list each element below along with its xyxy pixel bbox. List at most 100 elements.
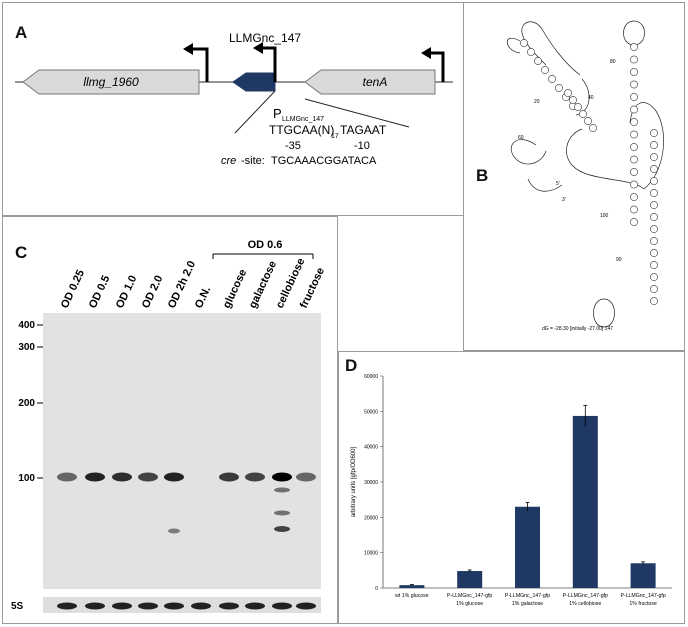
rna-node bbox=[630, 118, 638, 126]
panel-c-label: C bbox=[15, 243, 28, 262]
band-5s bbox=[138, 602, 158, 610]
bar bbox=[515, 506, 540, 588]
rna-node bbox=[650, 153, 658, 161]
rna-node bbox=[650, 297, 658, 305]
zoom-line-left bbox=[234, 90, 276, 134]
promoter-sub: LLMGnc_147 bbox=[282, 116, 324, 123]
band-5s bbox=[296, 602, 316, 610]
minus35: -35 bbox=[285, 140, 301, 152]
panel-b-label: B bbox=[476, 166, 489, 185]
band-100 bbox=[245, 472, 265, 482]
category-label: 1% fructose bbox=[629, 601, 657, 607]
band-5s bbox=[112, 602, 132, 610]
rna-node bbox=[630, 55, 638, 64]
gene-llmg1960 bbox=[22, 69, 200, 95]
rna-node bbox=[630, 80, 638, 89]
operon-diagram: llmg_1960 tenA LLMGnc_147 P LLMGnc_147 T… bbox=[15, 31, 453, 167]
lane-label: OD 0.25 bbox=[59, 268, 87, 310]
band-100 bbox=[272, 472, 292, 482]
rna-structure: 80 20 40 60 90 100 5' 3' dG = -28.30 [in… bbox=[506, 20, 664, 332]
rna-node bbox=[650, 273, 658, 281]
band-5s bbox=[272, 602, 292, 610]
seq-a: TTGCAA(N) bbox=[269, 123, 334, 137]
rna-num-1: 20 bbox=[534, 99, 540, 105]
bar bbox=[457, 571, 483, 588]
rna-node bbox=[650, 189, 658, 197]
rna-node bbox=[650, 141, 658, 149]
rna-node bbox=[650, 201, 658, 209]
rna-node bbox=[650, 177, 658, 185]
lane-label: OD 2.0 bbox=[140, 274, 166, 311]
srna-label: LLMGnc_147 bbox=[229, 31, 301, 45]
band-extra bbox=[274, 510, 290, 516]
rna-node bbox=[564, 89, 572, 97]
y-tick-label: 20000 bbox=[364, 515, 378, 521]
rna-node bbox=[650, 249, 658, 257]
gene-srna bbox=[232, 72, 276, 92]
promoter-arrow-2 bbox=[259, 46, 277, 82]
rna-node bbox=[630, 180, 638, 189]
rna-node bbox=[630, 105, 638, 114]
y-tick-label: 10000 bbox=[364, 551, 378, 557]
band-100 bbox=[219, 472, 239, 482]
rna-node bbox=[569, 96, 577, 104]
gene-tena bbox=[304, 69, 436, 95]
y-axis-label: arbitrary units [gfp/OD600] bbox=[351, 446, 357, 517]
band-100 bbox=[164, 472, 184, 482]
band-5s bbox=[191, 602, 211, 610]
band-100 bbox=[85, 472, 105, 482]
promoter-p: P bbox=[273, 106, 282, 121]
panel-d-label: D bbox=[345, 356, 358, 375]
rna-node bbox=[650, 261, 658, 269]
y-tick-label: 0 bbox=[375, 586, 378, 592]
category-label: P-LLMGnc_147-gfp bbox=[505, 593, 550, 599]
rna-num-5: 100 bbox=[600, 213, 609, 219]
band-5s bbox=[57, 602, 77, 610]
category-label: 1% galactose bbox=[512, 601, 543, 607]
gene-tena-label: tenA bbox=[363, 75, 388, 89]
rna-node bbox=[650, 213, 658, 221]
rna-node bbox=[630, 143, 638, 151]
rna-num-0: 80 bbox=[610, 59, 616, 65]
rna-node bbox=[555, 84, 563, 92]
minus10: -10 bbox=[354, 140, 370, 152]
promoter-arrow-1 bbox=[189, 47, 209, 82]
rna-node bbox=[630, 68, 638, 76]
rna-node bbox=[630, 193, 638, 201]
rna-node bbox=[574, 103, 582, 111]
group-label: OD 0.6 bbox=[248, 239, 283, 251]
lane-label: O.N. bbox=[193, 285, 213, 311]
category-label: P-LLMGnc_147-gfp bbox=[447, 593, 492, 599]
rna-node bbox=[579, 110, 587, 118]
y-tick-label: 50000 bbox=[364, 409, 378, 415]
band-100 bbox=[296, 472, 316, 482]
band-100 bbox=[57, 472, 77, 482]
rna-num-7: 3' bbox=[562, 197, 566, 203]
band-5s bbox=[219, 602, 239, 610]
rna-node bbox=[630, 205, 638, 214]
rna-node bbox=[630, 130, 638, 139]
blot-area bbox=[43, 313, 321, 589]
rna-energy: dG = -28.30 [initially -27.00] 147 bbox=[542, 326, 613, 332]
lane-label: OD 1.0 bbox=[114, 274, 140, 311]
size-marker: 400 bbox=[18, 320, 35, 331]
band-100 bbox=[138, 472, 158, 482]
gene-llmg1960-label: llmg_1960 bbox=[83, 75, 139, 89]
rna-node bbox=[630, 43, 638, 51]
rna-node bbox=[650, 237, 658, 245]
size-marker: 300 bbox=[18, 342, 35, 353]
y-tick-label: 40000 bbox=[364, 445, 378, 451]
panel-b: B 80 20 40 60 90 100 5' 3' dG = -28.30 [… bbox=[463, 2, 685, 351]
gfp-chart: 0100002000030000400005000060000arbitrary… bbox=[351, 374, 672, 607]
band-5s bbox=[245, 602, 265, 610]
rna-node bbox=[630, 218, 638, 226]
bar bbox=[399, 585, 425, 588]
bar bbox=[572, 415, 598, 588]
lane-label: glucose bbox=[221, 268, 249, 311]
band-100 bbox=[112, 472, 132, 482]
category-label: 1% cellobiose bbox=[569, 601, 601, 607]
rna-node bbox=[630, 155, 638, 164]
rna-node bbox=[630, 168, 638, 176]
rna-node bbox=[650, 285, 658, 293]
rna-node bbox=[589, 124, 597, 132]
